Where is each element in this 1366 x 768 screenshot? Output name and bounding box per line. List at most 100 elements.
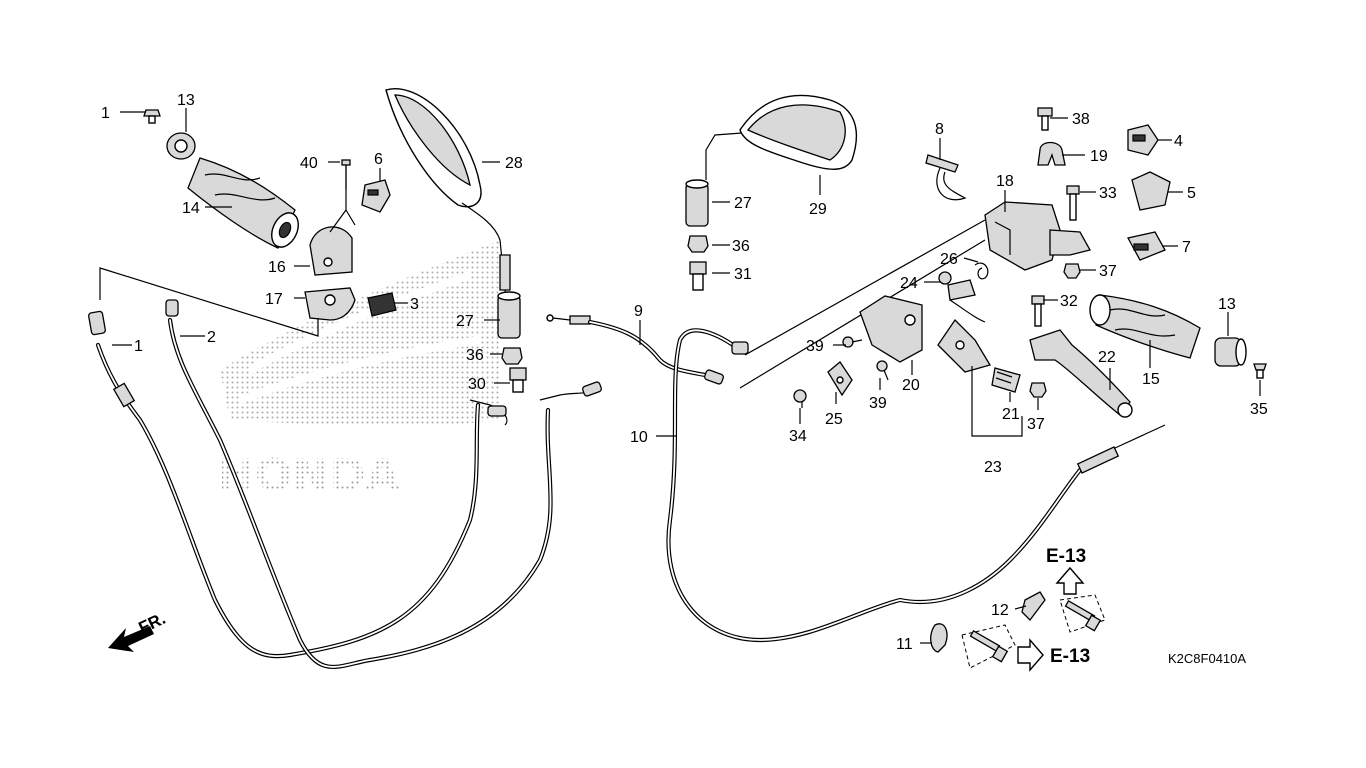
part-6-switch [361,179,391,213]
callout-23: 23 [984,459,1002,476]
part-34-screw [793,389,807,408]
callout-35: 1 [101,105,110,122]
leader-lines-18 [739,219,986,389]
callout-29: 29 [809,201,827,218]
part-28-mirror-left [385,88,511,301]
part-23-lever-bracket [937,318,991,373]
reference-e13-bottom: E-13 [1050,646,1090,667]
part-24-bracket [938,271,986,323]
reference-arrow-right [1017,638,1044,672]
callout-12: 12 [991,602,1009,619]
callout-9: 9 [634,303,643,320]
callout-37-lower: 37 [1027,416,1045,433]
callout-35-right: 35 [1250,401,1268,418]
callout-20: 20 [902,377,920,394]
part-5-switch [1131,171,1171,211]
part-13-bar-end-weight-left [166,132,196,160]
callout-16: 16 [268,259,286,276]
callout-30: 30 [468,376,486,393]
diagram-code: K2C8F0410A [1168,651,1246,666]
callout-21: 21 [1002,406,1020,423]
callout-5: 5 [1187,185,1196,202]
part-33-bolt [1066,185,1080,221]
callout-13-left: 13 [177,92,195,109]
callout-10: 10 [630,429,648,446]
part-16-switch-housing-upper [309,226,353,276]
callout-19: 19 [1090,148,1108,165]
callout-11: 11 [896,636,913,653]
callout-22: 22 [1098,349,1116,366]
part-32-bolt [1031,295,1045,327]
callout-14: 14 [182,200,200,217]
callout-39-upper: 39 [806,338,824,355]
callout-18: 18 [996,173,1014,190]
part-26-spring [974,262,989,280]
callout-28: 28 [505,155,523,172]
callout-37-upper: 37 [1099,263,1117,280]
callout-32: 32 [1060,293,1078,310]
part-7-switch [1127,231,1166,261]
part-13-bar-end-weight-right [1214,337,1247,367]
callout-3: 3 [410,296,419,313]
honda-wing-logo: HONDA [218,240,500,501]
part-27-mirror-adapter-left [497,291,521,339]
callout-24: 24 [900,275,918,292]
part-29-mirror-right [705,94,857,180]
cable-9 [546,314,724,385]
callout-13-right: 13 [1218,296,1236,313]
part-18-master-cylinder [984,201,1091,271]
callout-1: 1 [134,338,143,355]
part-27-mirror-adapter-right [685,179,709,227]
part-39-screw-lower [876,360,889,381]
part-36-nut-right [687,235,709,253]
part-17-switch-housing-lower [304,287,356,321]
cable-10 [666,328,1166,643]
callout-34: 34 [789,428,807,445]
part-35-screw-left [143,109,161,124]
part-22-brake-lever [1029,329,1133,418]
bolt-dashed-upper [1059,594,1106,633]
callout-27-left: 27 [456,313,474,330]
part-20-switch-base [859,295,923,363]
part-25-plate [827,361,853,397]
part-31-bolt [689,261,707,291]
callout-6: 6 [374,151,383,168]
part-37-nut-upper [1063,263,1081,279]
callout-33: 33 [1099,185,1117,202]
part-14-grip-left [187,157,299,249]
leader-lines [112,108,1261,644]
callout-27-right: 27 [734,195,752,212]
part-37-nut-lower [1029,382,1047,398]
callout-7: 7 [1182,239,1191,256]
part-8-lever-spring [925,154,967,201]
callout-26: 26 [940,251,958,268]
callout-39-lower: 39 [869,395,887,412]
part-12-clamp [1021,591,1046,621]
callout-15: 15 [1142,371,1160,388]
part-38-bolt [1037,107,1053,131]
callout-17: 17 [265,291,283,308]
part-4-switch [1127,124,1159,156]
callout-40: 40 [300,155,318,172]
part-3-switch [367,292,397,317]
callout-31: 31 [734,266,752,283]
callout-8: 8 [935,121,944,138]
part-11-clamp [930,623,948,653]
reference-e13-top: E-13 [1046,546,1086,567]
leader-bracket-left [99,267,319,337]
front-direction-arrow: FR. [108,609,169,652]
callout-36-left: 36 [466,347,484,364]
part-36-nut-left [501,347,523,365]
callout-25: 25 [825,411,843,428]
bolt-dashed-lower [961,624,1016,669]
part-30-bolt [509,367,527,393]
part-21-spring [991,367,1021,393]
callout-36-right: 36 [732,238,750,255]
callout-2: 2 [207,329,216,346]
callout-38: 38 [1072,111,1090,128]
part-35-screw-right [1253,363,1267,379]
part-19-clip [1037,141,1066,166]
reference-arrow-up [1055,566,1085,595]
cable-1 [88,310,508,659]
